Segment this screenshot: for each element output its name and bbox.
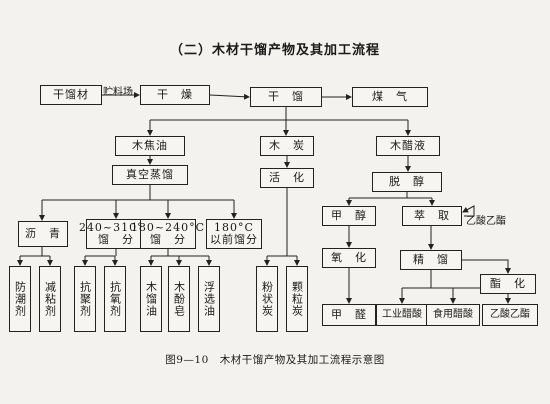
figure-caption: 图9—10 木材干馏产物及其加工流程示意图	[165, 354, 385, 366]
node-p-granular-c: 颗粒炭	[286, 266, 308, 332]
node-frac2: 180~240°C 馏 分	[131, 219, 204, 249]
node-p-wood-oil: 木馏油	[140, 266, 162, 332]
edge-label-yard: 贮料场	[103, 87, 133, 98]
node-asphalt: 沥 青	[18, 221, 68, 247]
connector	[462, 259, 511, 274]
node-charcoal: 木 炭	[260, 136, 314, 156]
node-p-flot: 浮选油	[198, 266, 220, 332]
node-methanol: 甲 醇	[322, 206, 376, 226]
node-dry-distill: 干 馏	[250, 87, 322, 107]
node-gas: 煤 气	[352, 87, 428, 107]
node-ind-acetic: 工业醋酸	[376, 304, 428, 326]
node-p-antitide: 防潮剂	[9, 266, 31, 332]
node-acetylate: 酯 化	[480, 274, 536, 294]
node-drying: 干 燥	[140, 85, 210, 105]
node-p-visc: 减粘剂	[39, 266, 61, 332]
node-formaldehyde: 甲 醛	[322, 304, 376, 326]
node-activation: 活 化	[260, 168, 314, 188]
node-vinegar: 木醋液	[376, 136, 440, 156]
node-frac3: 180°C 以前馏分	[206, 219, 262, 249]
node-rectify: 精 馏	[400, 250, 462, 270]
node-p-sediment: 抗聚剂	[74, 266, 96, 332]
node-wood: 干馏材	[40, 85, 102, 105]
node-frac1: 240~310°C 馏 分	[79, 219, 152, 249]
connector	[209, 93, 250, 100]
connector	[462, 205, 475, 217]
node-p-soap: 木酚皂	[168, 266, 190, 332]
node-p-antiox: 抗氧剂	[104, 266, 126, 332]
node-ethyl-acetate: 乙酸乙酯	[482, 304, 538, 326]
node-vacuum-distill: 真空蒸馏	[112, 165, 188, 185]
edge-label-ethyl-acetate: 乙酸乙酯	[466, 216, 506, 227]
node-p-powder-c: 粉状炭	[256, 266, 278, 332]
node-tar: 木焦油	[115, 136, 185, 156]
node-oxidation: 氧 化	[322, 248, 376, 268]
node-food-acetic: 食用醋酸	[426, 304, 480, 326]
page-title: （二）木材干馏产物及其加工流程	[169, 43, 380, 58]
node-dealcohol: 脱 醇	[372, 172, 442, 192]
node-extract: 萃 取	[402, 206, 462, 226]
